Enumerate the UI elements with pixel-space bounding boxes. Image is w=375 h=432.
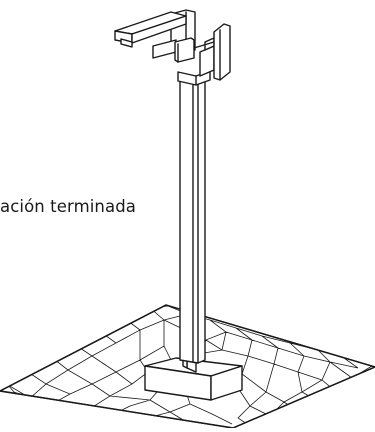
column (177, 70, 211, 373)
installation-caption: ación terminada (0, 197, 136, 216)
mixer-handle (152, 23, 231, 81)
